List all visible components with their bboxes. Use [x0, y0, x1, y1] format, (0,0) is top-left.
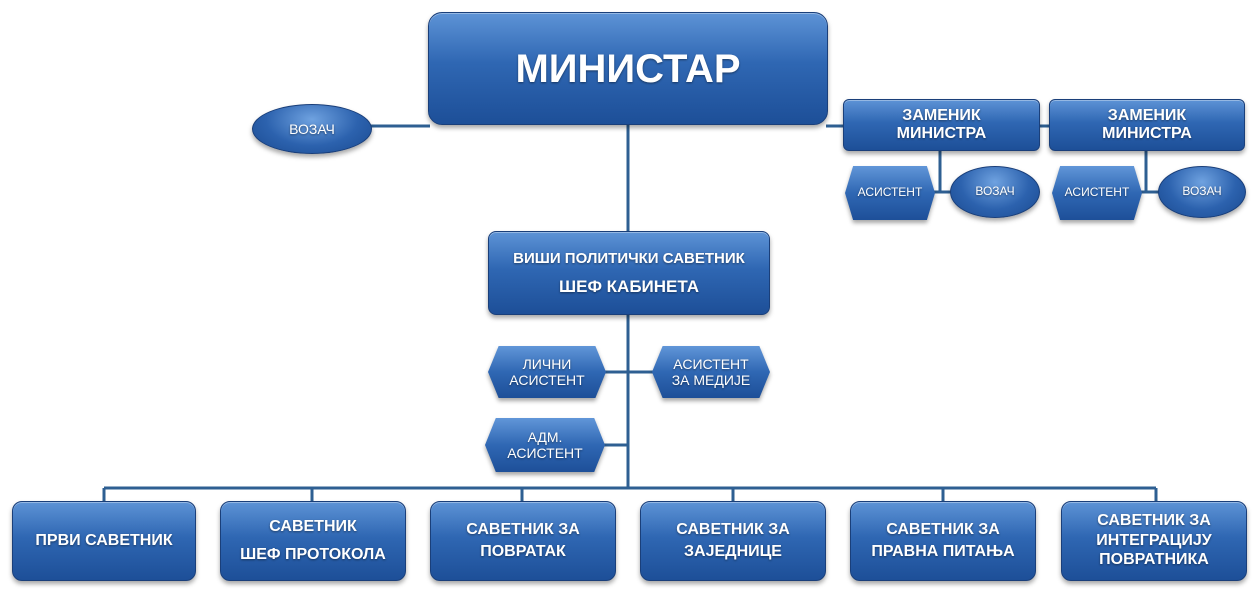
advisor-box-4: САВЕТНИК ЗА ЗАЈЕДНИЦЕ	[640, 501, 826, 581]
advisor-5-line1: САВЕТНИК ЗА	[886, 520, 1000, 538]
personal-assistant-hex: ЛИЧНИ АСИСТЕНТ	[488, 346, 606, 398]
deputy-2-assistant-hex: АСИСТЕНТ	[1052, 166, 1142, 220]
driver-left-label: ВОЗАЧ	[289, 120, 335, 137]
media-assistant-line2: ЗА МЕДИЈЕ	[671, 372, 751, 388]
deputy-1-assistant-label: АСИСТЕНТ	[857, 185, 923, 200]
deputy-1-driver-label: ВОЗАЧ	[975, 184, 1015, 199]
advisor-box-2: САВЕТНИК ШЕФ ПРОТОКОЛА	[220, 501, 406, 581]
advisor-2-line2: ШЕФ ПРОТОКОЛА	[240, 546, 386, 563]
minister-label: МИНИСТАР	[515, 46, 741, 91]
chief-line1: ВИШИ ПОЛИТИЧКИ САВЕТНИК	[513, 249, 745, 267]
media-assistant-hex: АСИСТЕНТ ЗА МЕДИЈЕ	[652, 346, 770, 398]
advisor-5-line2: ПРАВНА ПИТАЊА	[871, 543, 1015, 560]
advisor-3-line2: ПОВРАТАК	[480, 543, 566, 560]
advisor-box-5: САВЕТНИК ЗА ПРАВНА ПИТАЊА	[850, 501, 1036, 581]
advisor-6-line3: ПОВРАТНИКА	[1099, 551, 1209, 569]
deputy-1-assistant-hex: АСИСТЕНТ	[845, 166, 935, 220]
admin-assistant-hex: АДМ. АСИСТЕНТ	[485, 418, 605, 472]
advisor-1-line1: ПРВИ САВЕТНИК	[35, 531, 173, 549]
advisor-2-line1: САВЕТНИК	[269, 517, 357, 535]
chief-line2: ШЕФ КАБИНЕТА	[559, 276, 699, 296]
personal-assistant-line1: ЛИЧНИ	[522, 355, 572, 372]
chief-of-cabinet-box: ВИШИ ПОЛИТИЧКИ САВЕТНИК ШЕФ КАБИНЕТА	[488, 231, 770, 315]
deputy-minister-1-box: ЗАМЕНИК МИНИСТРА	[843, 99, 1040, 151]
admin-assistant-line2: АСИСТЕНТ	[507, 445, 583, 461]
media-assistant-line1: АСИСТЕНТ	[673, 355, 749, 372]
minister-box: МИНИСТАР	[428, 12, 828, 125]
advisor-3-line1: САВЕТНИК ЗА	[466, 520, 580, 538]
advisor-4-line2: ЗАЈЕДНИЦЕ	[684, 543, 782, 560]
deputy-1-line2: МИНИСТРА	[896, 125, 987, 142]
advisor-box-3: САВЕТНИК ЗА ПОВРАТАК	[430, 501, 616, 581]
deputy-minister-2-box: ЗАМЕНИК МИНИСТРА	[1049, 99, 1245, 151]
admin-assistant-line1: АДМ.	[527, 428, 563, 445]
advisor-6-line1: САВЕТНИК ЗА	[1097, 512, 1211, 530]
driver-left-ellipse: ВОЗАЧ	[252, 104, 372, 154]
deputy-1-driver-ellipse: ВОЗАЧ	[950, 166, 1040, 218]
advisor-box-1: ПРВИ САВЕТНИК	[12, 501, 196, 581]
advisor-4-line1: САВЕТНИК ЗА	[676, 520, 790, 538]
deputy-2-driver-label: ВОЗАЧ	[1182, 184, 1222, 199]
advisor-6-line2: ИНТЕГРАЦИЈУ	[1096, 531, 1212, 549]
deputy-2-assistant-label: АСИСТЕНТ	[1064, 185, 1130, 200]
personal-assistant-line2: АСИСТЕНТ	[509, 372, 585, 388]
deputy-2-line2: МИНИСТРА	[1102, 125, 1192, 142]
advisor-box-6: САВЕТНИК ЗА ИНТЕГРАЦИЈУ ПОВРАТНИКА	[1061, 501, 1247, 581]
deputy-2-line1: ЗАМЕНИК	[1107, 106, 1187, 124]
deputy-1-line1: ЗАМЕНИК	[902, 106, 981, 124]
deputy-2-driver-ellipse: ВОЗАЧ	[1158, 166, 1246, 218]
